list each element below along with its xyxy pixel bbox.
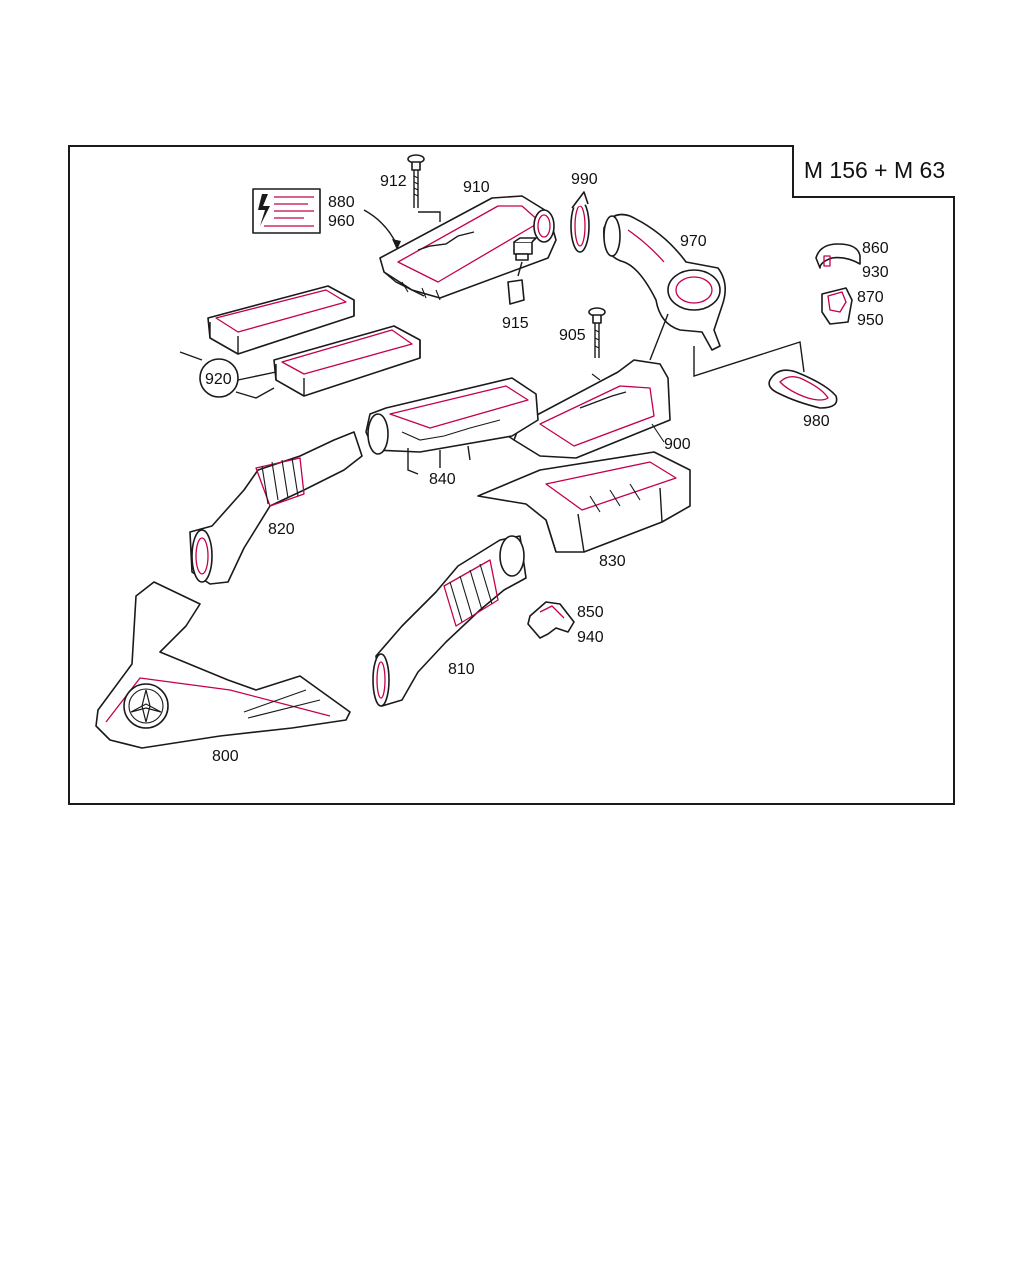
- duct-820: [189, 431, 363, 585]
- air-filter-920-b: [273, 325, 421, 397]
- label-840: 840: [429, 471, 456, 488]
- label-912: 912: [380, 173, 407, 190]
- hose-clamp-990: [570, 191, 590, 253]
- leader-970: [649, 313, 669, 361]
- label-990: 990: [571, 171, 598, 188]
- intake-bend-970: [603, 213, 726, 351]
- diagram-title: M 156 + M 63: [792, 145, 955, 198]
- label-930: 930: [862, 264, 889, 281]
- leader-920: [179, 351, 277, 399]
- pointer-arrow-line: [363, 209, 398, 246]
- seal-ring-980: [768, 369, 838, 409]
- bolt-905: [588, 307, 606, 358]
- duct-810: [372, 535, 527, 707]
- label-820: 820: [268, 521, 295, 538]
- label-910: 910: [463, 179, 490, 196]
- callout-circle-920: [199, 358, 239, 398]
- clip-915: [507, 237, 537, 305]
- warning-label-sticker: [252, 188, 321, 234]
- air-filter-920-a: [207, 285, 355, 355]
- lower-housing-830: [477, 451, 691, 553]
- leader-980: [693, 341, 805, 377]
- label-980: 980: [803, 413, 830, 430]
- bolt-912: [407, 154, 425, 208]
- label-905: 905: [559, 327, 586, 344]
- label-860: 860: [862, 240, 889, 257]
- label-850: 850: [577, 604, 604, 621]
- nut-870: [821, 287, 853, 325]
- label-920: 920: [205, 371, 232, 388]
- label-970: 970: [680, 233, 707, 250]
- label-870: 870: [857, 289, 884, 306]
- pointer-arrow-head: [392, 239, 401, 250]
- label-915: 915: [502, 315, 529, 332]
- strap-860: [815, 243, 861, 269]
- label-900: 900: [664, 436, 691, 453]
- label-810: 810: [448, 661, 475, 678]
- label-830: 830: [599, 553, 626, 570]
- label-960: 960: [328, 213, 355, 230]
- lower-tray-840: [365, 377, 539, 475]
- leader-912: [418, 211, 441, 222]
- label-950: 950: [857, 312, 884, 329]
- bracket-850: [527, 601, 575, 639]
- upper-housing-910: [379, 195, 557, 301]
- label-880: 880: [328, 194, 355, 211]
- label-940: 940: [577, 629, 604, 646]
- diagram-frame: [68, 145, 955, 805]
- engine-cover-800: [95, 581, 351, 749]
- label-800: 800: [212, 748, 239, 765]
